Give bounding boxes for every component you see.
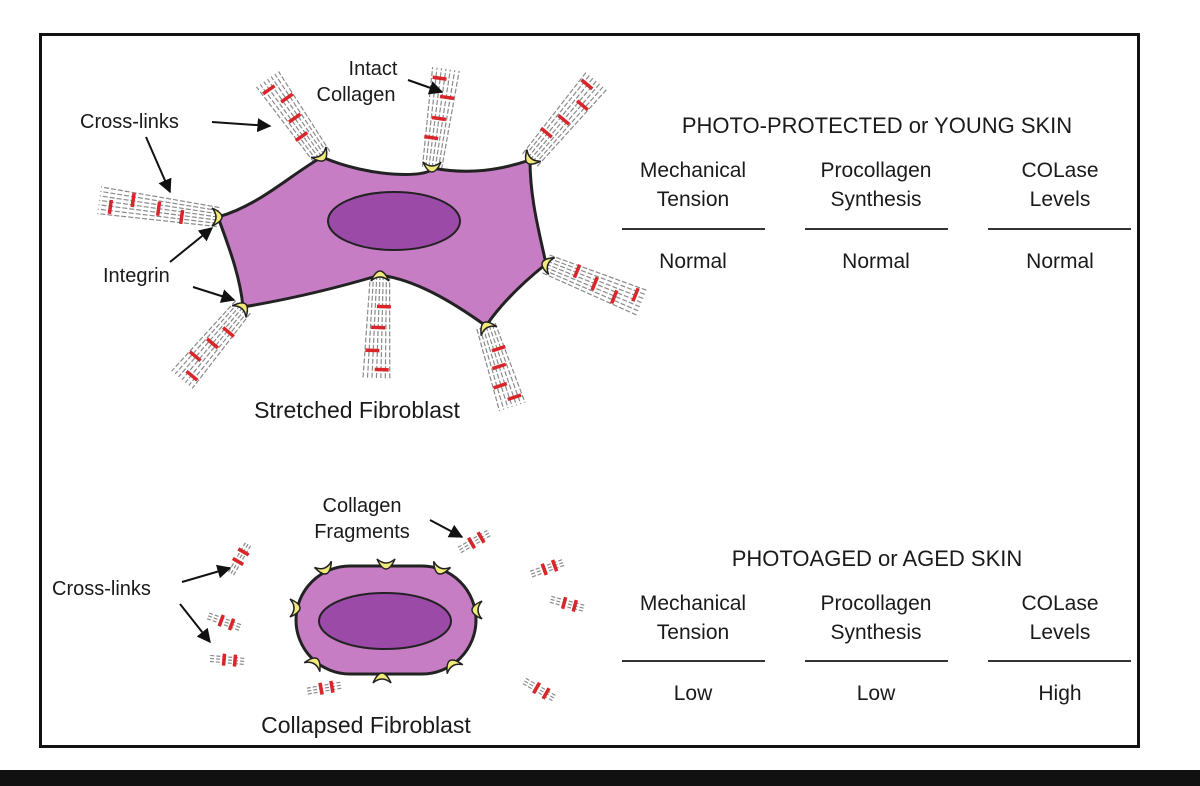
cross-links-arrow-bottom-2 bbox=[179, 603, 211, 644]
collapsed-fibroblast-caption: Collapsed Fibroblast bbox=[261, 712, 471, 738]
cross-links-label-top: Cross-links bbox=[80, 111, 179, 133]
young-skin-table-title: PHOTO-PROTECTED or YOUNG SKIN bbox=[682, 113, 1072, 138]
collagen-fiber-5 bbox=[542, 254, 649, 317]
col-mechanical-tension-l2: Tension bbox=[657, 188, 729, 211]
collagen-fragment-4 bbox=[457, 528, 493, 554]
aged-skin-table-title: PHOTOAGED or AGED SKIN bbox=[732, 546, 1023, 571]
integrin-icon-7 bbox=[370, 270, 390, 282]
integrin-icon-8 bbox=[231, 302, 249, 318]
col-procollagen-synthesis-l1: Procollagen bbox=[821, 159, 932, 182]
value-colase-levels: Normal bbox=[1026, 250, 1094, 273]
intact-collagen-label-line1: Intact bbox=[349, 58, 398, 80]
nucleus-bottom bbox=[318, 592, 452, 650]
integrins-top bbox=[211, 146, 556, 336]
value-colase-levels-b: High bbox=[1038, 682, 1081, 705]
col-colase-levels-l2: Levels bbox=[1030, 188, 1091, 211]
diagram-frame bbox=[39, 33, 1140, 748]
collagen-fragment-1 bbox=[227, 540, 253, 576]
young-skin-table: Mechanical Tension Procollagen Synthesis… bbox=[622, 159, 1131, 273]
integrin-bottom-icon-1 bbox=[313, 560, 333, 575]
integrin-bottom-icon-3 bbox=[432, 560, 452, 575]
intact-collagen-label-line2: Collagen bbox=[317, 84, 396, 106]
collagen-fragment-3 bbox=[209, 653, 247, 667]
integrin-icon-6 bbox=[480, 321, 498, 336]
collagen-fragments-arrow bbox=[429, 519, 464, 538]
col-mechanical-tension-l1-b: Mechanical bbox=[640, 592, 746, 615]
collagen-fragments-label-line2: Fragments bbox=[314, 521, 410, 543]
collagen-fragment-2 bbox=[206, 612, 244, 632]
integrin-bottom-icon-4 bbox=[289, 598, 301, 618]
value-procollagen-synthesis: Normal bbox=[842, 250, 910, 273]
col-mechanical-tension-l2-b: Tension bbox=[657, 621, 729, 644]
collagen-fiber-3 bbox=[522, 70, 609, 167]
cross-links-label-bottom: Cross-links bbox=[52, 578, 151, 600]
integrin-icon-2 bbox=[422, 161, 442, 173]
integrin-arrow-2 bbox=[192, 286, 236, 303]
aged-skin-table: Mechanical Tension Procollagen Synthesis… bbox=[622, 592, 1131, 705]
bottom-bar bbox=[0, 770, 1200, 786]
integrin-bottom-icon-5 bbox=[471, 600, 483, 620]
collagen-fragments bbox=[206, 528, 587, 703]
integrin-label: Integrin bbox=[103, 265, 170, 287]
collagen-fiber-2 bbox=[421, 67, 460, 170]
intact-collagen-fibers bbox=[97, 67, 649, 412]
integrin-icon-4 bbox=[211, 207, 223, 227]
integrin-arrow-1 bbox=[169, 227, 214, 263]
col-colase-levels-l1-b: COLase bbox=[1021, 592, 1098, 615]
nucleus-top bbox=[327, 191, 461, 251]
integrin-bottom-icon-7 bbox=[372, 672, 392, 684]
cross-links-arrow-top-1 bbox=[211, 118, 272, 133]
collagen-fiber-8 bbox=[171, 300, 251, 389]
stretched-fibroblast-caption: Stretched Fibroblast bbox=[254, 397, 460, 423]
collagen-fragment-7 bbox=[306, 680, 344, 695]
col-procollagen-synthesis-l1-b: Procollagen bbox=[821, 592, 932, 615]
collagen-fragment-5 bbox=[529, 558, 567, 578]
cross-links-arrow-top-2 bbox=[145, 136, 172, 194]
integrin-bottom-icon-8 bbox=[446, 659, 464, 674]
collagen-fragment-8 bbox=[522, 677, 558, 703]
collagen-fiber-1 bbox=[256, 71, 331, 163]
col-colase-levels-l1: COLase bbox=[1021, 159, 1098, 182]
integrins-bottom bbox=[289, 558, 483, 684]
integrin-icon-5 bbox=[541, 256, 556, 276]
value-mechanical-tension: Normal bbox=[659, 250, 727, 273]
collagen-fiber-7 bbox=[362, 274, 391, 381]
integrin-icon-3 bbox=[524, 149, 542, 165]
value-procollagen-synthesis-b: Low bbox=[857, 682, 896, 705]
cross-links-arrow-bottom-1 bbox=[181, 564, 232, 583]
col-mechanical-tension-l1: Mechanical bbox=[640, 159, 746, 182]
integrin-bottom-icon-2 bbox=[376, 558, 396, 570]
collagen-fragment-6 bbox=[549, 595, 587, 613]
intact-collagen-arrow bbox=[407, 79, 444, 95]
col-colase-levels-l2-b: Levels bbox=[1030, 621, 1091, 644]
col-procollagen-synthesis-l2: Synthesis bbox=[830, 188, 921, 211]
collagen-fragments-label-line1: Collagen bbox=[323, 495, 402, 517]
value-mechanical-tension-b: Low bbox=[674, 682, 713, 705]
integrin-icon-1 bbox=[310, 146, 328, 162]
col-procollagen-synthesis-l2-b: Synthesis bbox=[830, 621, 921, 644]
collagen-fiber-6 bbox=[476, 322, 526, 412]
collagen-fiber-4 bbox=[97, 186, 220, 228]
integrin-bottom-icon-6 bbox=[303, 657, 321, 672]
